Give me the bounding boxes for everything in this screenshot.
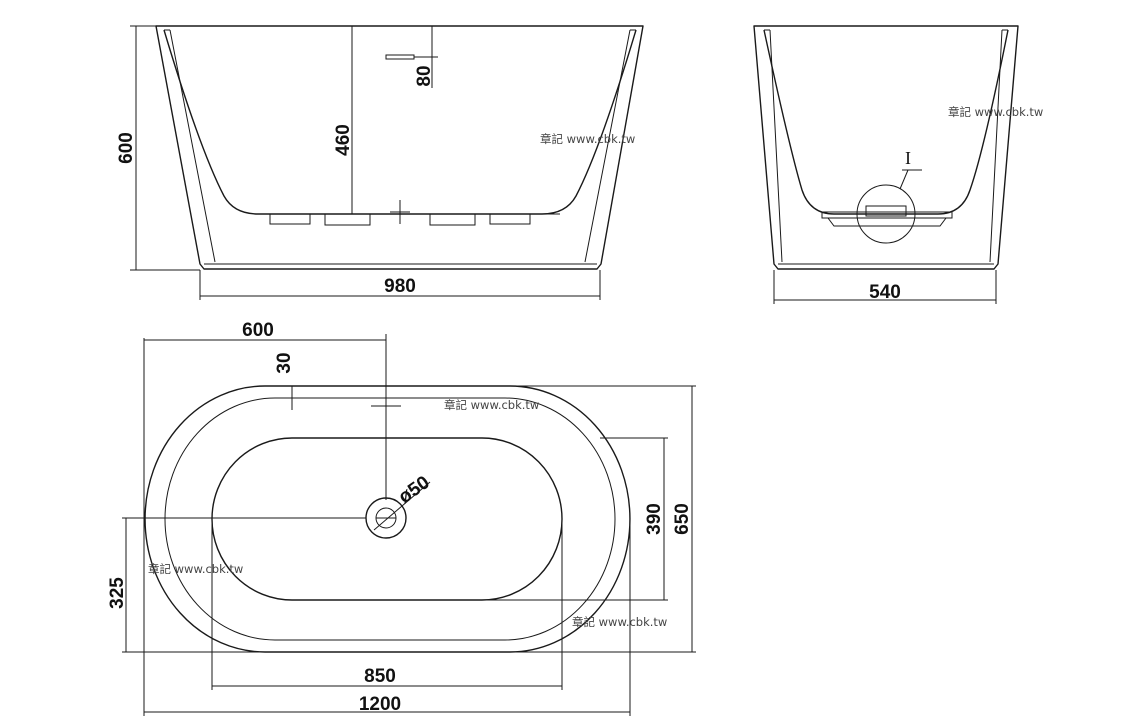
watermark-4: 章記 www.cbk.tw <box>148 562 243 576</box>
top-dimensions: 600 30 ø50 390 650 325 850 1200 <box>107 320 696 716</box>
watermark-1: 章記 www.cbk.tw <box>540 132 635 146</box>
front-inner-wall <box>163 29 637 215</box>
front-overflow-slot <box>385 54 415 60</box>
dim-drain-y: 325 <box>107 577 128 609</box>
front-outer-shell <box>155 25 644 270</box>
dim-inner-depth: 460 <box>333 124 354 156</box>
dim-drain-diameter: ø50 <box>395 472 434 508</box>
side-view: I <box>753 25 1019 270</box>
detail-circle-I <box>856 184 916 244</box>
front-dimensions: 600 460 80 980 <box>116 25 601 300</box>
top-drain <box>365 497 407 539</box>
dim-overflow-depth: 80 <box>414 65 435 86</box>
side-outer-shell <box>753 25 1019 270</box>
dim-side-width: 540 <box>869 282 901 303</box>
watermark-5: 章記 www.cbk.tw <box>572 615 667 629</box>
dim-front-width: 980 <box>384 276 416 297</box>
dim-top-offset-rim: 30 <box>274 352 295 373</box>
dim-inner-length: 850 <box>364 666 396 687</box>
watermark-2: 章記 www.cbk.tw <box>948 105 1043 119</box>
dim-top-offset-x: 600 <box>242 320 274 341</box>
watermark-3: 章記 www.cbk.tw <box>444 398 539 412</box>
dim-outer-width: 650 <box>672 503 693 535</box>
side-inner-wall <box>763 29 1009 215</box>
front-view <box>155 25 644 270</box>
dim-inner-width: 390 <box>644 503 665 535</box>
detail-label: I <box>905 148 911 168</box>
front-shell-thickness <box>169 29 631 263</box>
side-dimensions: 540 <box>773 270 997 304</box>
side-drain-fitting <box>821 205 953 227</box>
dim-overall-length: 1200 <box>359 694 401 715</box>
watermarks: 章記 www.cbk.tw 章記 www.cbk.tw 章記 www.cbk.t… <box>148 105 1043 629</box>
top-rim-inner <box>164 397 616 641</box>
front-floor-fittings <box>258 200 560 226</box>
dim-front-height: 600 <box>116 132 137 164</box>
